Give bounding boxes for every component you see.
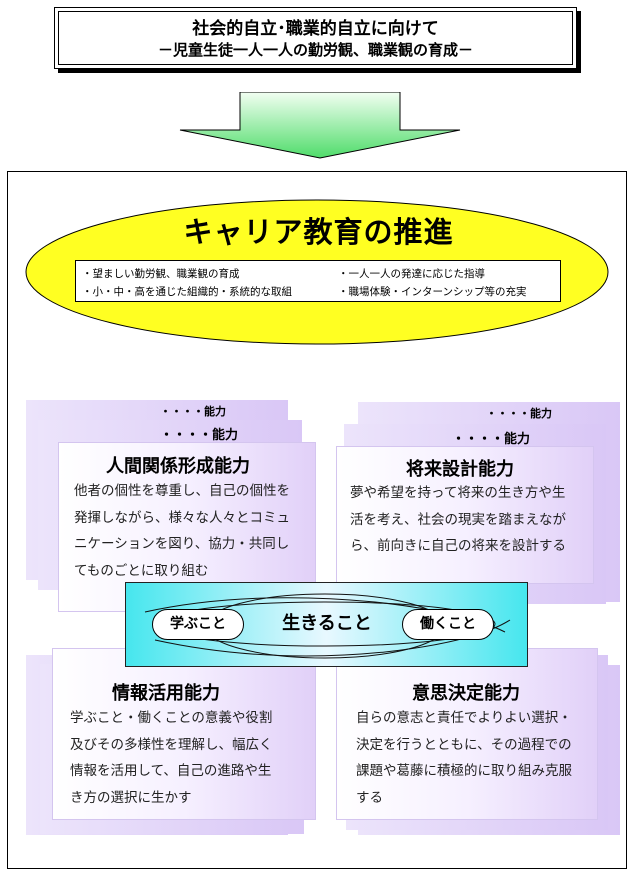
decision-line: 課題や葛藤に積極的に取り組み克服 xyxy=(356,763,572,779)
title-inner-border xyxy=(58,11,573,65)
career-bullet: ・小・中・高を通じた組織的・系統的な取組 xyxy=(82,286,292,298)
future-back-label: ・・・・能力 xyxy=(486,407,552,420)
info-line: き方の選択に生かす xyxy=(70,789,192,806)
future-line: 活を考え、社会の現実を踏まえなが xyxy=(350,511,566,528)
career-bullet: ・職場体験・インターンシップ等の充実 xyxy=(338,286,527,298)
down-arrow-icon xyxy=(179,92,461,159)
working-pill: 働くこと xyxy=(402,609,494,640)
info-line: 情報を活用して、自己の進路や生 xyxy=(70,763,272,779)
info-line: 及びその多様性を理解し、幅広く xyxy=(70,736,273,753)
learning-pill: 学ぶこと xyxy=(152,609,244,640)
human-mid-label: ・・・・能力 xyxy=(160,428,239,443)
career-heading: キャリア教育の推進 xyxy=(183,215,454,249)
title-box: 社会的自立･職業的自立に向けて －児童生徒一人一人の勤労観、職業観の育成－ xyxy=(54,7,577,69)
human-title: 人間関係形成能力 xyxy=(106,456,250,477)
human-line: ニケーションを図り、協力・共同し xyxy=(74,536,290,552)
info-line: 学ぶこと・働くことの意義や役割 xyxy=(70,710,273,726)
decision-text: 自らの意志と責任でよりよい選択・ 決定を行うとともに、その過程での 課題や葛藤に… xyxy=(356,705,600,811)
future-text: 夢や希望を持って将来の生き方や生 活を考え、社会の現実を踏まえなが ら、前向きに… xyxy=(350,480,594,560)
human-line: 他者の個性を尊重し、自己の個性を xyxy=(74,483,290,499)
human-text: 他者の個性を尊重し、自己の個性を 発揮しながら、様々な人々とコミュ ニケーション… xyxy=(74,478,314,584)
future-line: 夢や希望を持って将来の生き方や生 xyxy=(350,485,566,501)
title-line-2: －児童生徒一人一人の勤労観、職業観の育成－ xyxy=(157,41,473,59)
decision-title: 意思決定能力 xyxy=(412,683,520,704)
center-main-label: 生きること xyxy=(282,613,372,634)
human-line: 発揮しながら、様々な人々とコミュ xyxy=(74,509,290,526)
decision-line: する xyxy=(356,789,383,806)
info-text: 学ぶこと・働くことの意義や役割 及びその多様性を理解し、幅広く 情報を活用して、… xyxy=(70,705,314,811)
decision-line: 自らの意志と責任でよりよい選択・ xyxy=(356,710,572,726)
info-title: 情報活用能力 xyxy=(112,683,220,704)
human-back-label: ・・・・能力 xyxy=(160,405,226,418)
career-bullet: ・望ましい勤労観、職業観の育成 xyxy=(82,268,240,280)
future-line: ら、前向きに自己の将来を設計する xyxy=(350,538,566,554)
info-card xyxy=(52,648,316,820)
future-mid-label: ・・・・能力 xyxy=(452,432,531,447)
human-line: てものごとに取り組む xyxy=(74,562,209,579)
decision-line: 決定を行うとともに、その過程での xyxy=(356,736,572,753)
future-title: 将来設計能力 xyxy=(406,459,514,480)
career-bullets-box: ・望ましい勤労観、職業観の育成 ・一人一人の発達に応じた指導 ・小・中・高を通じ… xyxy=(75,260,561,302)
title-line-1: 社会的自立･職業的自立に向けて xyxy=(192,19,439,39)
decision-card xyxy=(336,648,598,820)
career-bullet: ・一人一人の発達に応じた指導 xyxy=(338,268,485,280)
